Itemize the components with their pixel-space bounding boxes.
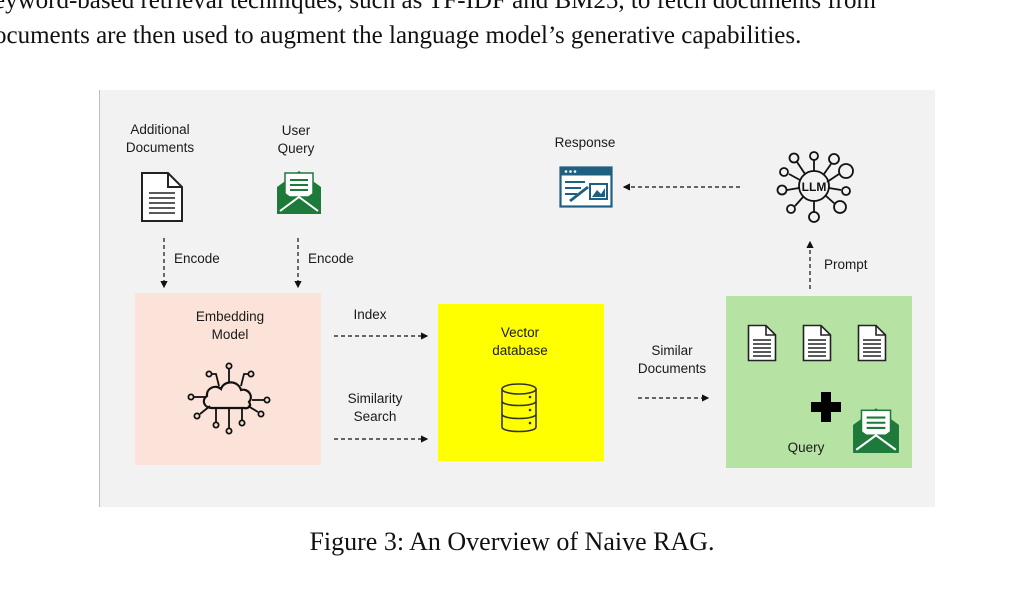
- vector-database-label: Vector database: [492, 325, 548, 358]
- plus-icon: [811, 392, 841, 422]
- embedding-model-box: [135, 293, 321, 465]
- response-window-icon: [559, 166, 613, 208]
- database-icon: [501, 383, 537, 433]
- additional-documents-label: Additional Documents: [125, 122, 195, 155]
- prompt-label: Prompt: [824, 257, 868, 272]
- document-icon: [747, 324, 777, 362]
- encode-left-label: Encode: [174, 251, 220, 266]
- llm-label: LLM: [802, 180, 827, 194]
- encode-right-label: Encode: [308, 251, 354, 266]
- rag-overview-figure: Additional Documents User Query Encode E…: [99, 90, 935, 507]
- index-label: Index: [353, 307, 387, 322]
- llm-network-icon: LLM: [776, 151, 854, 223]
- body-text-line-1: eyword-based retrieval techniques, such …: [0, 0, 876, 14]
- cloud-network-icon: [187, 362, 271, 435]
- figure-caption: Figure 3: An Overview of Naive RAG.: [309, 527, 715, 556]
- document-icon: [141, 172, 183, 222]
- embedding-model-label: Embedding Model: [195, 309, 265, 342]
- flow-arrows: [160, 183, 814, 443]
- vector-database-box: [438, 304, 604, 461]
- document-icon: [857, 324, 887, 362]
- document-icon: [802, 324, 832, 362]
- envelope-icon: [853, 408, 899, 453]
- body-text-line-2: ocuments are then used to augment the la…: [0, 22, 802, 49]
- query-label: Query: [787, 440, 825, 455]
- user-query-label: User Query: [277, 123, 315, 156]
- similarity-search-label: Similarity Search: [347, 391, 403, 424]
- response-label: Response: [554, 135, 616, 150]
- envelope-icon: [277, 171, 321, 214]
- similar-documents-label: Similar Documents: [637, 343, 707, 376]
